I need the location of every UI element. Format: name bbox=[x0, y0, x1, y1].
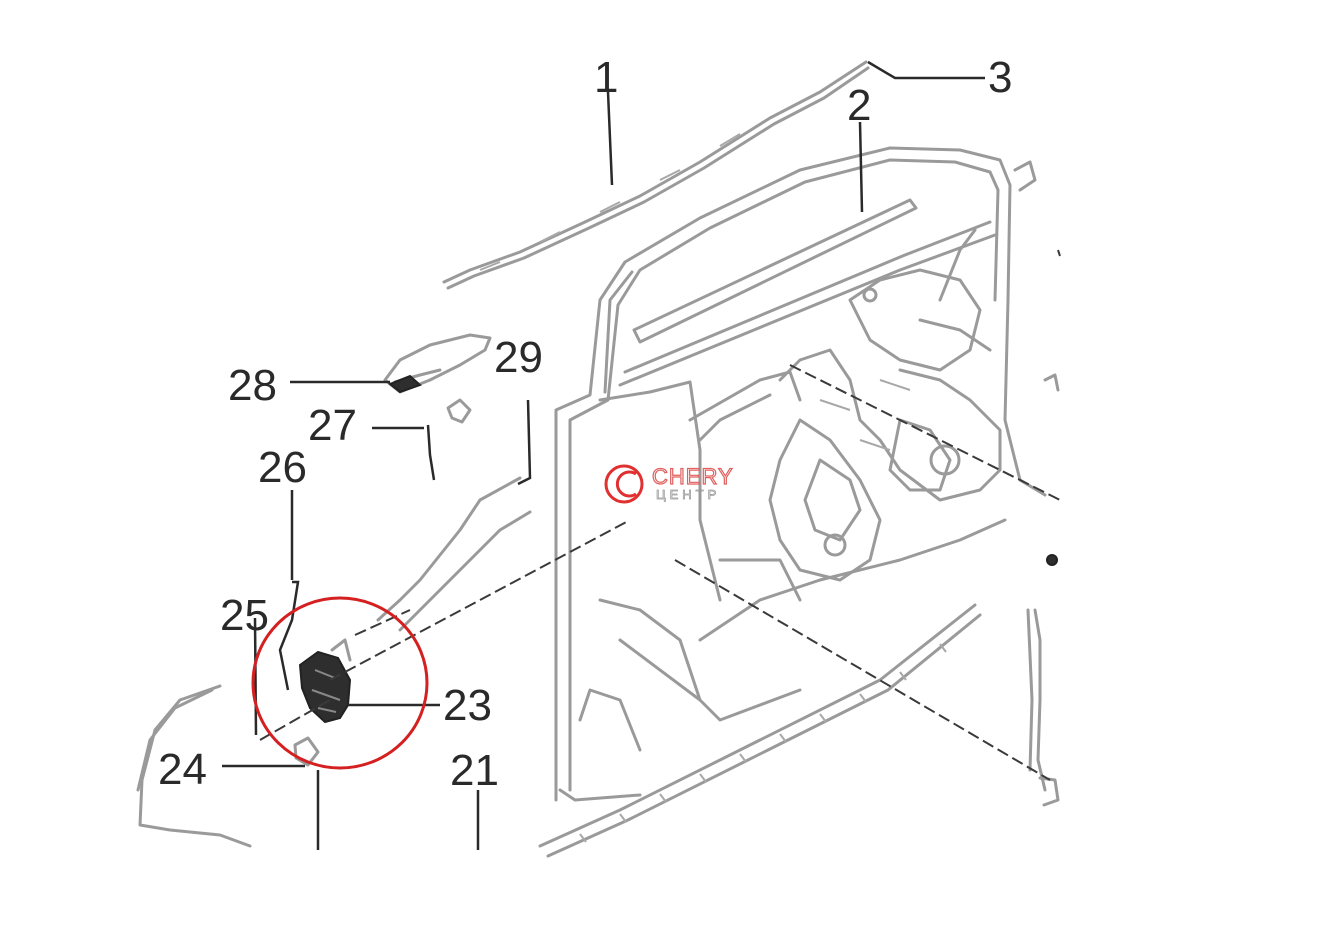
callout-23: 23 bbox=[443, 681, 492, 730]
part-2-inner-strip bbox=[632, 198, 918, 344]
callout-28: 28 bbox=[228, 361, 277, 410]
part-23-door-lock bbox=[293, 638, 352, 767]
watermark-brand: CHERY bbox=[652, 464, 734, 489]
drawing-area bbox=[0, 0, 1060, 850]
callout-24: 24 bbox=[158, 745, 207, 794]
part-28-door-handle bbox=[383, 333, 492, 394]
callout-1: 1 bbox=[594, 53, 618, 102]
part-24-cable bbox=[136, 684, 252, 848]
watermark: CHERY ЦЕНТР bbox=[604, 463, 734, 504]
highlight-circle bbox=[251, 596, 429, 770]
callout-29: 29 bbox=[494, 333, 543, 382]
callout-2: 2 bbox=[847, 81, 871, 130]
door-frame bbox=[554, 146, 1047, 802]
rocker-strip bbox=[538, 603, 982, 858]
window-regulator bbox=[718, 228, 1002, 602]
watermark-sub: ЦЕНТР bbox=[656, 487, 720, 502]
callout-leaders bbox=[222, 60, 985, 850]
callout-25: 25 bbox=[220, 591, 269, 640]
callout-26: 26 bbox=[258, 443, 307, 492]
reference-lines bbox=[259, 249, 1061, 781]
part-27-clip bbox=[426, 398, 472, 481]
chery-logo-icon bbox=[604, 464, 644, 504]
callout-21: 21 bbox=[450, 746, 499, 795]
part-29-rod bbox=[376, 399, 532, 632]
part-26-rod bbox=[278, 580, 300, 691]
part-1-weatherstrip bbox=[442, 60, 870, 290]
callout-3: 3 bbox=[988, 53, 1012, 102]
callout-labels: 1 2 3 21 23 24 25 26 27 28 29 bbox=[158, 53, 1012, 795]
callout-27: 27 bbox=[308, 401, 357, 450]
